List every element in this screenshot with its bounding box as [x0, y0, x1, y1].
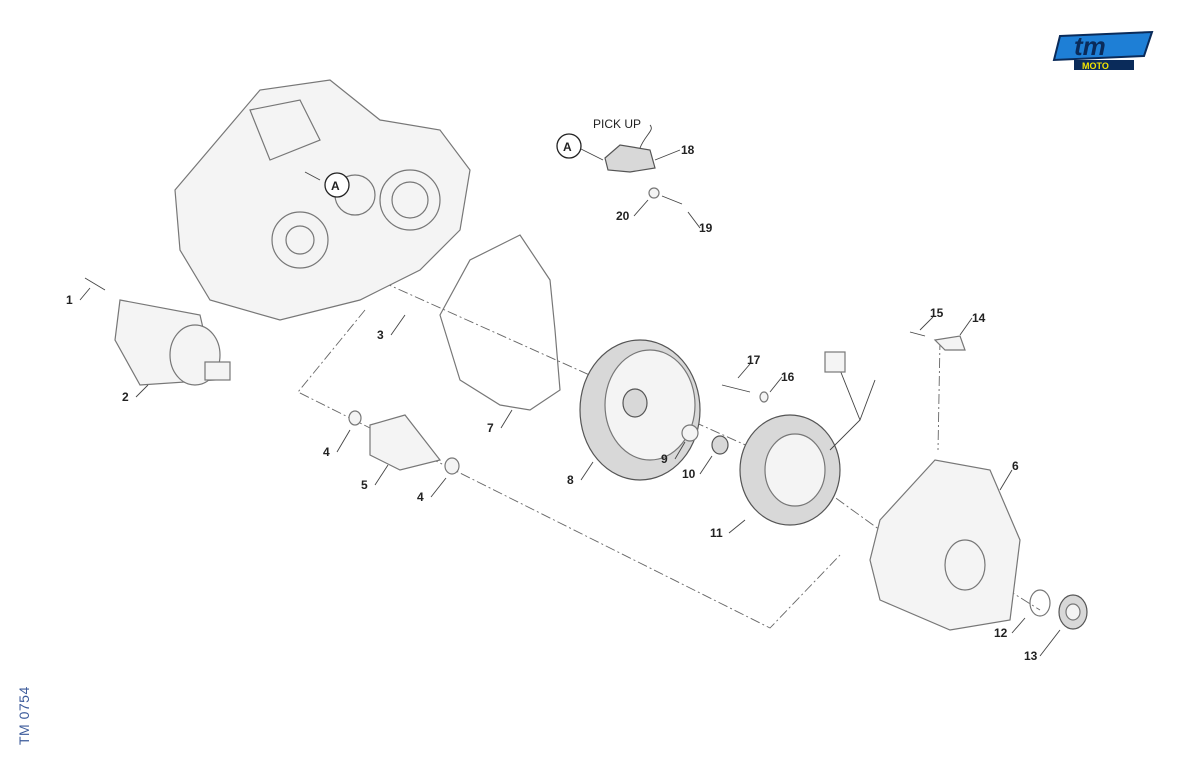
callout-18: 18 — [681, 143, 695, 157]
callout-11: 11 — [710, 526, 723, 540]
callout-4: 4 — [417, 490, 424, 504]
callout-16: 16 — [781, 370, 795, 384]
callout-10: 10 — [682, 467, 696, 481]
svg-text:MOTO: MOTO — [1082, 61, 1109, 71]
pickup-sensor — [604, 124, 683, 205]
crankcase — [174, 79, 471, 321]
callout-1: 1 — [66, 293, 73, 307]
circlip — [1029, 589, 1051, 617]
idler-gear — [348, 410, 460, 475]
callout-4: 4 — [323, 445, 330, 459]
callout-leaders — [79, 149, 1061, 657]
oil-seal — [1058, 594, 1088, 630]
starter-motor — [84, 277, 231, 386]
cable-clamp — [933, 335, 966, 351]
reference-mark-a: A — [563, 140, 572, 154]
callout-12: 12 — [994, 626, 1008, 640]
callout-15: 15 — [930, 306, 944, 320]
callout-19: 19 — [699, 221, 713, 235]
callout-14: 14 — [972, 311, 986, 325]
tm-moto-logo: tm MOTO — [1052, 30, 1154, 71]
cover-gasket — [439, 234, 561, 411]
callout-7: 7 — [487, 421, 494, 435]
svg-text:tm: tm — [1074, 31, 1106, 61]
callout-20: 20 — [616, 209, 630, 223]
flywheel — [579, 339, 701, 481]
pickup-label: PICK UP — [593, 117, 641, 131]
callout-13: 13 — [1024, 649, 1038, 663]
washer — [681, 424, 699, 442]
callout-2: 2 — [122, 390, 129, 404]
callout-6: 6 — [1012, 459, 1019, 473]
ignition-cover — [869, 459, 1021, 631]
callout-9: 9 — [661, 452, 668, 466]
callout-3: 3 — [377, 328, 384, 342]
nut — [711, 435, 729, 455]
stator — [739, 351, 876, 526]
callout-8: 8 — [567, 473, 574, 487]
reference-mark-a: A — [331, 179, 340, 193]
callout-17: 17 — [747, 353, 761, 367]
callout-5: 5 — [361, 478, 368, 492]
